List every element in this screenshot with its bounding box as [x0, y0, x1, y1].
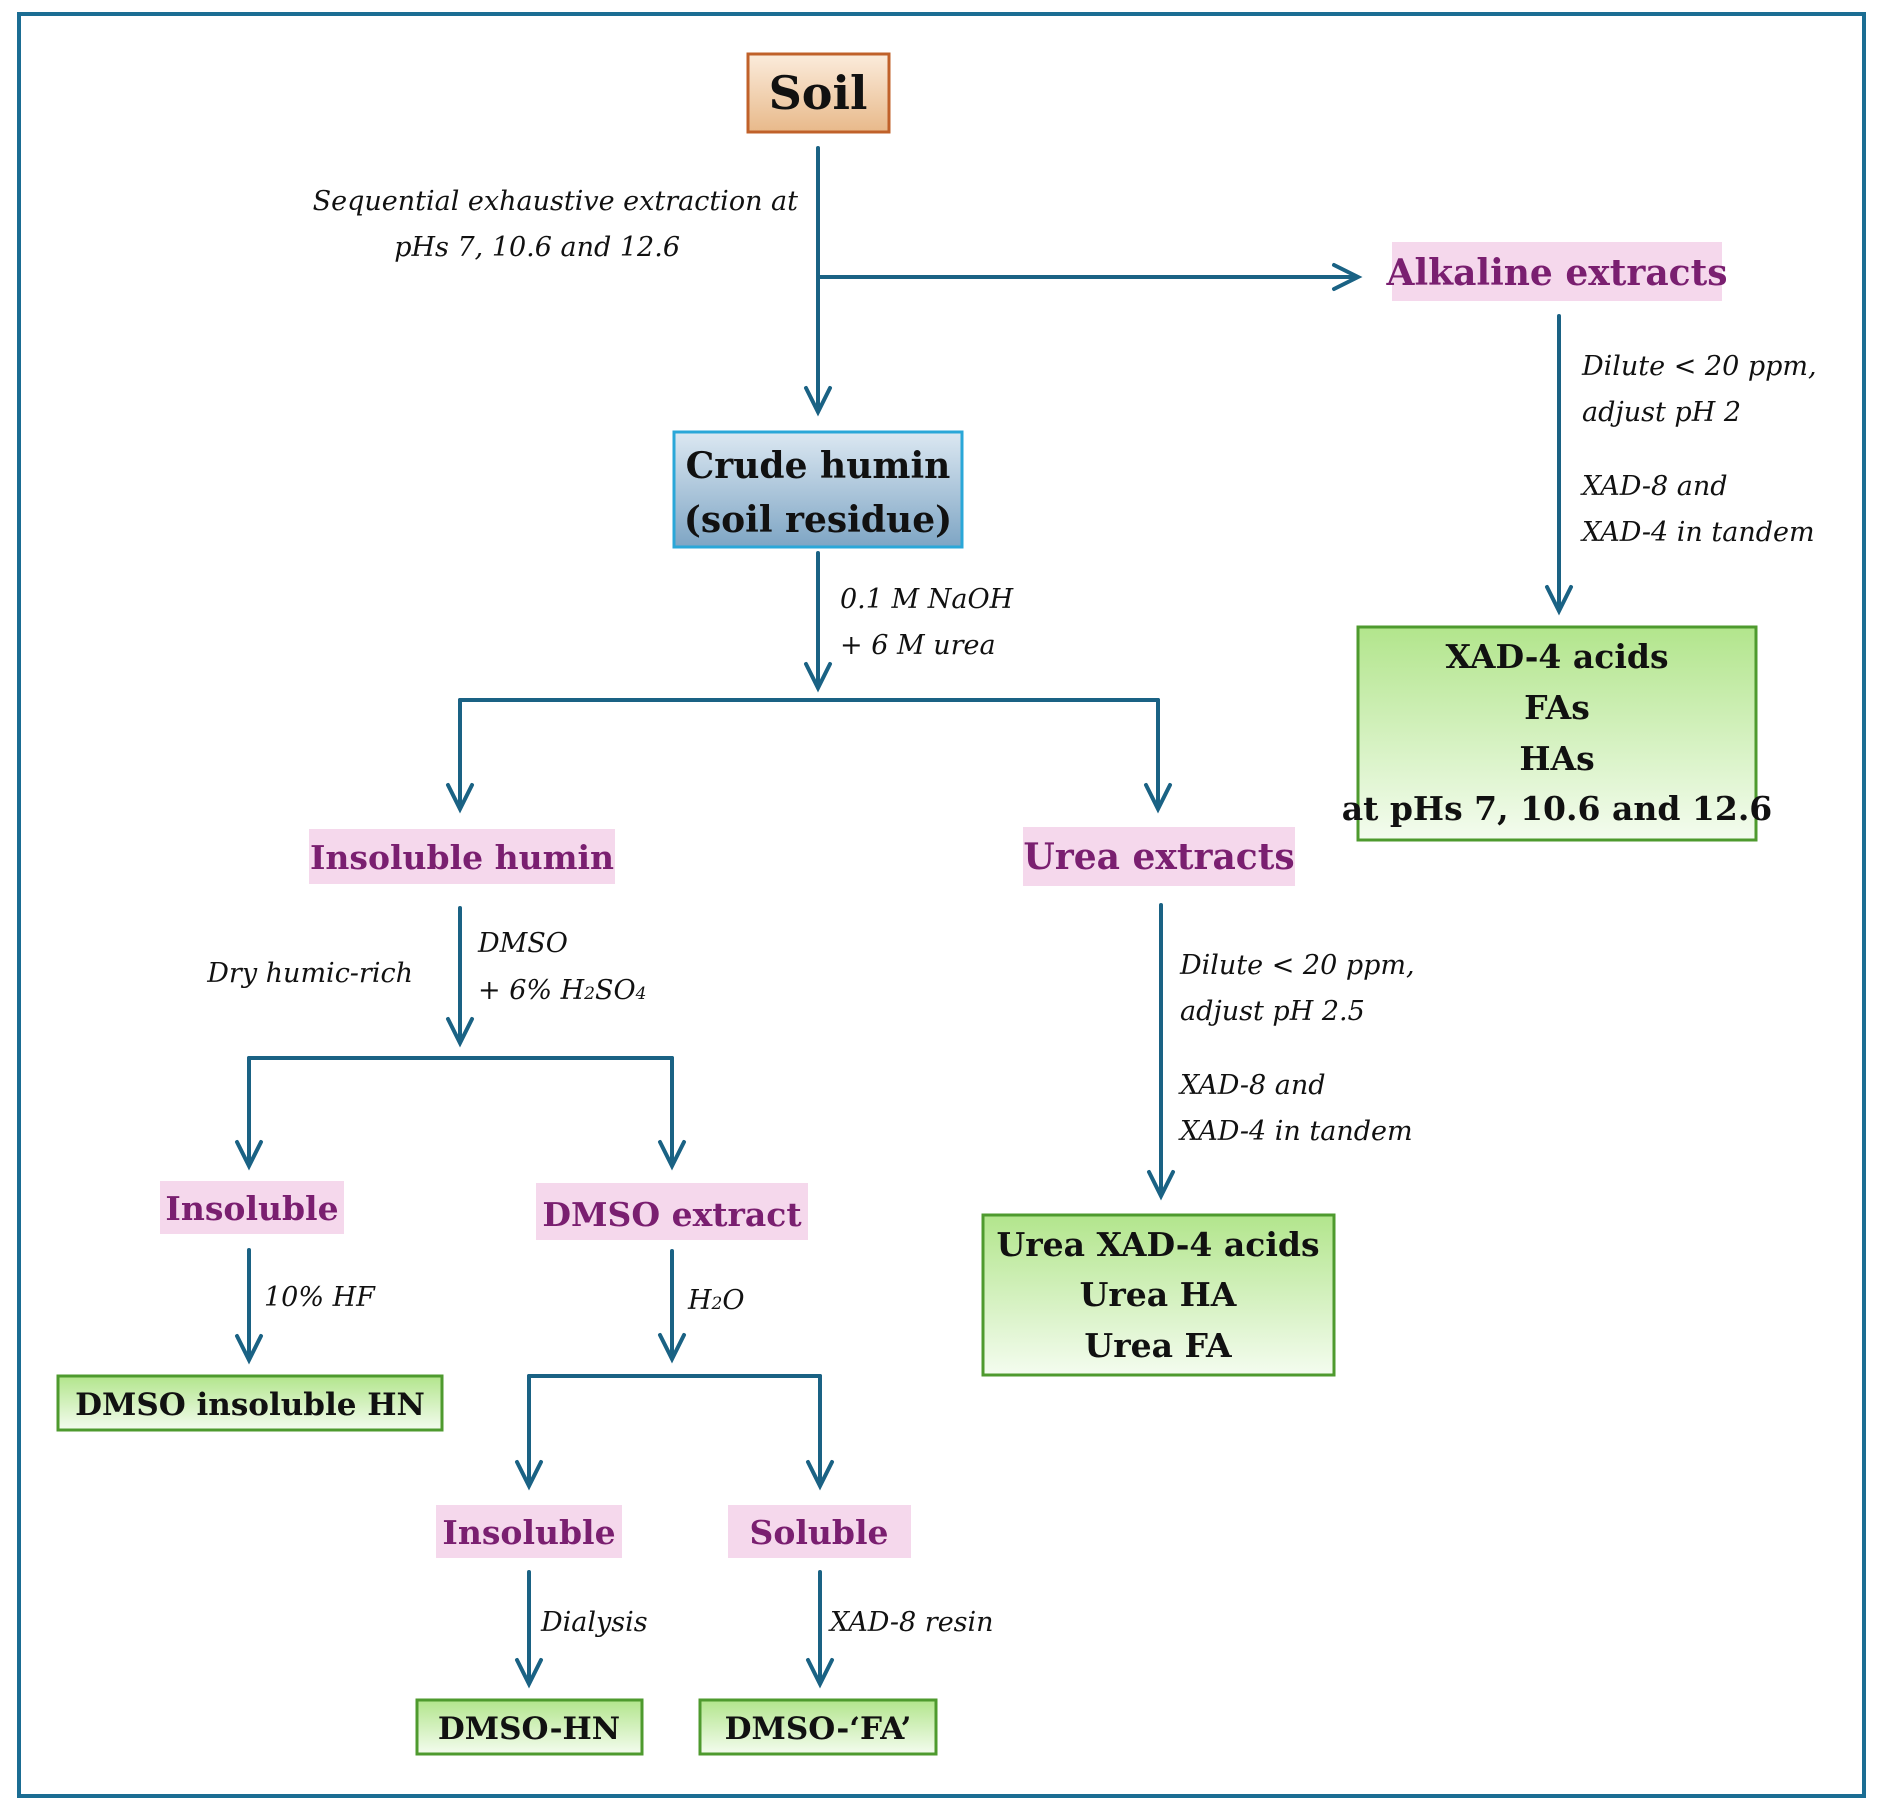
alkaline-dilute-line-1: Dilute < 20 ppm, — [1581, 351, 1817, 382]
dmso-fa-box — [698, 1698, 938, 1756]
xad4-acids-line-2: FAs — [1524, 688, 1590, 727]
alkaline-extracts-box — [1392, 242, 1722, 301]
alkaline-dilute-line-2: adjust pH 2 — [1582, 397, 1741, 428]
crude-humin-box — [672, 430, 964, 549]
alkaline-extracts-label: Alkaline extracts — [1386, 252, 1728, 294]
urea-xad-line-1: XAD-8 and — [1178, 1070, 1326, 1101]
urea-xad4-box — [981, 1213, 1336, 1377]
arrowhead-split-3 — [658, 1333, 686, 1364]
insoluble-humin-label: Insoluble humin — [310, 838, 614, 877]
dmso-reagent-line-2: + 6% H2SO4 — [478, 975, 646, 1006]
insoluble-1-label: Insoluble — [165, 1189, 338, 1228]
connectors — [247, 146, 1561, 1683]
annotations: Sequential exhaustive extraction at pHs … — [206, 186, 1816, 1638]
urea-extracts-box — [1023, 827, 1295, 886]
naoh-line: 0.1 M NaOH — [840, 584, 1014, 615]
dmso-reagent-line-1: DMSO — [477, 928, 568, 959]
crude-humin-line-2: (soil residue) — [684, 499, 952, 541]
dmso-hn-box — [415, 1698, 644, 1756]
dmso-fa-label: DMSO-‘FA’ — [725, 1711, 912, 1747]
dmso-extract-box — [536, 1183, 808, 1240]
alkaline-xad-line-1: XAD-8 and — [1580, 471, 1728, 502]
urea-extracts-label: Urea extracts — [1023, 836, 1294, 878]
insoluble-1-box — [160, 1181, 344, 1234]
outer-frame — [17, 12, 1866, 1798]
arrowheads — [235, 263, 1573, 1689]
water-reagent: H2O — [687, 1285, 745, 1316]
xad4-acids-box — [1356, 625, 1758, 842]
soil-label: Soil — [769, 66, 868, 120]
urea-line: + 6 M urea — [840, 630, 996, 661]
xad4-acids-line-4: at pHs 7, 10.6 and 12.6 — [1342, 789, 1773, 828]
arrowhead-xad4 — [1545, 585, 1573, 616]
dialysis-step: Dialysis — [540, 1607, 648, 1638]
arrowhead-dmso-fa — [806, 1658, 834, 1689]
urea-dilute-line-2: adjust pH 2.5 — [1180, 996, 1365, 1027]
soil-box — [746, 52, 891, 134]
dmso-insoluble-hn-box — [56, 1374, 444, 1432]
crude-humin-line-1: Crude humin — [686, 445, 951, 487]
arrowhead-crude — [804, 386, 832, 417]
arrowhead-soluble — [806, 1460, 834, 1491]
urea-xad4-line-2: Urea HA — [1080, 1275, 1237, 1314]
xad4-acids-line-1: XAD-4 acids — [1445, 637, 1668, 676]
dmso-hn-label: DMSO-HN — [438, 1711, 620, 1747]
arrowhead-insoluble-1 — [235, 1140, 263, 1171]
arrowhead-split-1 — [804, 662, 832, 693]
hf-reagent: 10% HF — [264, 1282, 376, 1313]
insoluble-2-box — [436, 1505, 622, 1558]
soluble-label: Soluble — [750, 1513, 889, 1552]
sequential-line-2: pHs 7, 10.6 and 12.6 — [394, 232, 680, 263]
arrowhead-dmso-insoluble-hn — [235, 1334, 263, 1365]
arrowhead-urea-box — [1147, 1170, 1175, 1201]
dry-humic-rich: Dry humic-rich — [206, 958, 413, 989]
insoluble-humin-box — [309, 829, 615, 884]
xad4-acids-line-3: HAs — [1519, 739, 1594, 778]
soluble-box — [728, 1505, 911, 1558]
arrowhead-alkaline — [1332, 263, 1363, 291]
insoluble-2-label: Insoluble — [442, 1513, 615, 1552]
urea-xad-line-2: XAD-4 in tandem — [1178, 1116, 1413, 1147]
xad8-resin-step: XAD-8 resin — [828, 1607, 994, 1638]
alkaline-xad-line-2: XAD-4 in tandem — [1580, 517, 1815, 548]
arrowhead-insoluble-humin — [446, 783, 474, 814]
dmso-extract-label: DMSO extract — [542, 1195, 802, 1234]
arrowhead-urea-extracts — [1144, 783, 1172, 814]
urea-xad4-line-3: Urea FA — [1084, 1326, 1232, 1365]
arrowhead-insoluble-2 — [515, 1460, 543, 1491]
arrowhead-dmso-extract — [658, 1140, 686, 1171]
dmso-insoluble-hn-label: DMSO insoluble HN — [75, 1387, 425, 1423]
urea-xad4-line-1: Urea XAD-4 acids — [996, 1225, 1319, 1264]
arrowhead-split-2 — [446, 1017, 474, 1048]
sequential-line-1: Sequential exhaustive extraction at — [313, 186, 799, 217]
arrowhead-dmso-hn — [515, 1658, 543, 1689]
urea-dilute-line-1: Dilute < 20 ppm, — [1179, 950, 1415, 981]
